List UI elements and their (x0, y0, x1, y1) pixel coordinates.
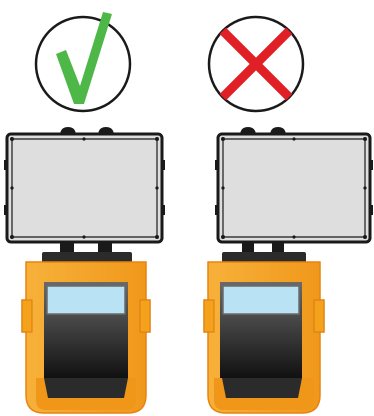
enclosure-box (215, 132, 373, 244)
check-mark-icon (56, 12, 112, 104)
panel-incorrect (203, 15, 373, 414)
enclosure-box (4, 132, 165, 244)
incorrect-indicator (207, 15, 305, 113)
correct-indicator (34, 12, 132, 113)
panel-correct (4, 12, 165, 414)
indicator-circle (34, 15, 132, 113)
box-connectors (242, 242, 284, 252)
device-body (21, 252, 151, 414)
device-body (203, 252, 325, 414)
cross-mark-icon (219, 27, 293, 101)
box-connectors (60, 242, 112, 252)
